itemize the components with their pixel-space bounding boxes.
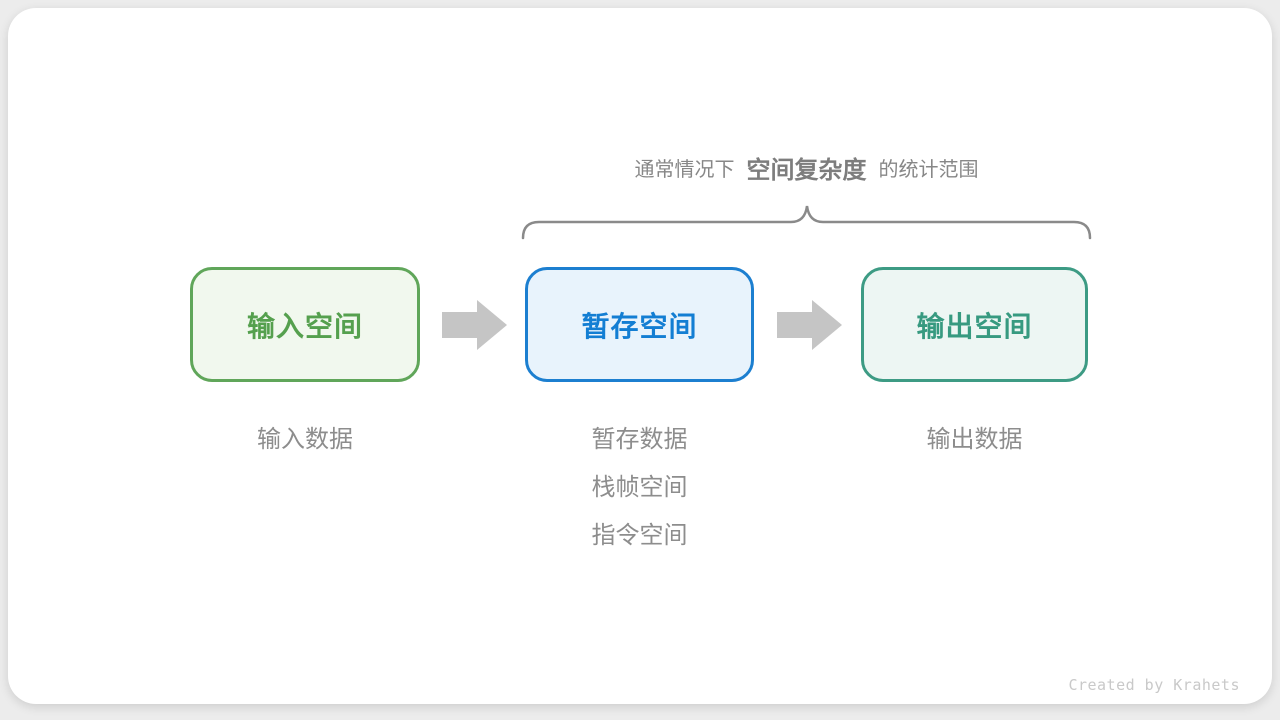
note-line: 指令空间 xyxy=(591,522,688,549)
box-output-space-label: 输出空间 xyxy=(916,310,1033,342)
arrow-right-icon xyxy=(777,300,842,350)
note-input: 输入数据 xyxy=(190,416,420,464)
arrow-right-shape xyxy=(777,300,842,350)
note-line: 暂存数据 xyxy=(591,426,688,453)
caption-prefix: 通常情况下 xyxy=(634,159,735,181)
note-buffer: 暂存数据 栈帧空间 指令空间 xyxy=(525,416,754,560)
caption: 通常情况下空间复杂度的统计范围 xyxy=(523,150,1090,185)
caption-highlight: 空间复杂度 xyxy=(746,157,867,184)
note-line: 栈帧空间 xyxy=(591,474,688,501)
note-line: 输入数据 xyxy=(257,426,353,453)
arrow-right-shape xyxy=(442,300,507,350)
box-output-space: 输出空间 xyxy=(861,267,1088,382)
note-output: 输出数据 xyxy=(861,416,1088,464)
credit-text: Created by Krahets xyxy=(1068,676,1240,694)
note-line: 输出数据 xyxy=(926,426,1023,453)
caption-suffix: 的统计范围 xyxy=(878,159,979,181)
brace-path xyxy=(521,205,1092,240)
brace-icon xyxy=(521,205,1092,240)
box-input-space: 输入空间 xyxy=(190,267,420,382)
box-input-space-label: 输入空间 xyxy=(246,310,363,342)
box-buffer-space-label: 暂存空间 xyxy=(581,310,698,342)
arrow-right-icon xyxy=(442,300,507,350)
box-buffer-space: 暂存空间 xyxy=(525,267,754,382)
